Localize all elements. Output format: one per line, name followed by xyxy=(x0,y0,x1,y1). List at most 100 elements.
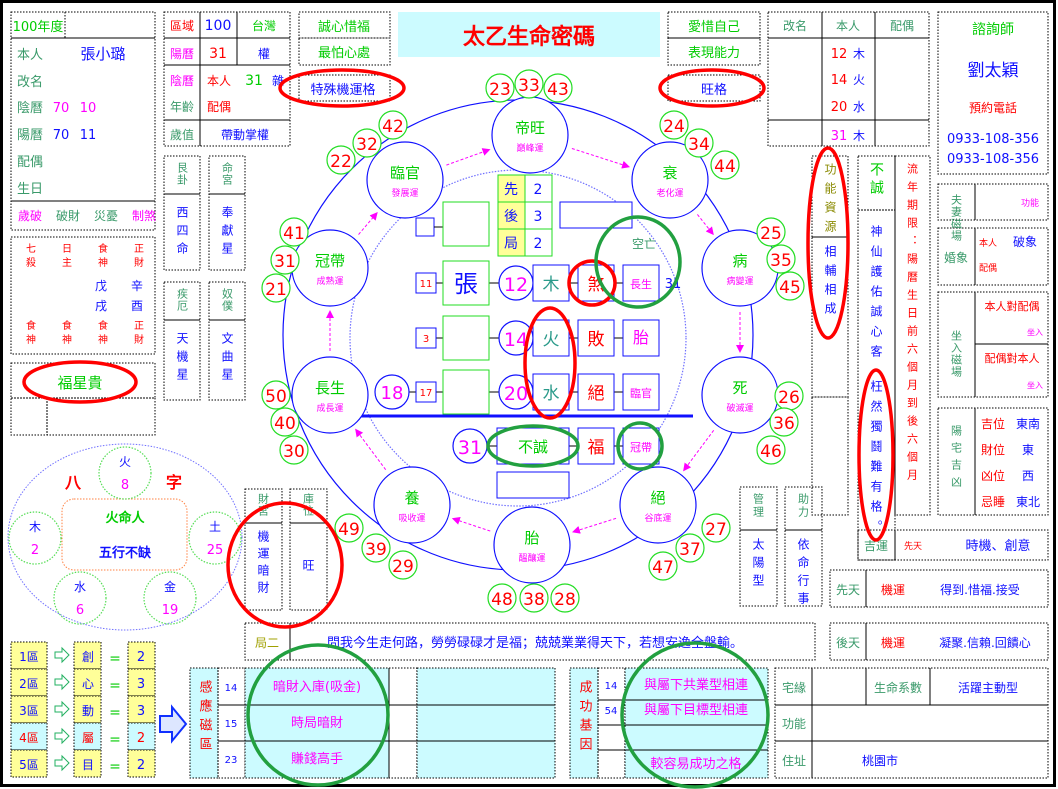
stage-box xyxy=(622,427,660,465)
star-label: 福星貴 xyxy=(57,374,102,392)
zone-value-cell xyxy=(127,641,156,670)
row-number: 20 xyxy=(504,383,528,405)
special-left-box xyxy=(298,74,391,102)
resonance-blank-col xyxy=(388,667,418,779)
element-table-header: 配偶 xyxy=(890,19,914,33)
char-box xyxy=(442,315,490,361)
resonance-label: 感應磁區 xyxy=(197,679,213,756)
special-right-box xyxy=(667,74,761,102)
element-num: 12 xyxy=(831,47,848,62)
blank-col xyxy=(811,396,849,516)
zone-cell xyxy=(10,749,48,778)
stage-number: 46 xyxy=(760,442,782,462)
row-char: 張 xyxy=(454,270,478,298)
stage-number-circle xyxy=(261,380,291,410)
stage-luck: 成長運 xyxy=(316,402,343,414)
blank-box xyxy=(496,471,570,499)
stage-number: 32 xyxy=(356,135,378,155)
period-text: 流年期限：陽曆生日前六個月到後六個月 xyxy=(906,162,919,487)
stage-number-circle xyxy=(270,245,300,275)
element-name: 火 xyxy=(119,455,131,469)
zone-label: 1區 xyxy=(19,650,39,664)
stage-number: 26 xyxy=(778,388,800,408)
bottom-stage: 冠帶 xyxy=(630,441,652,454)
zone-key: 動 xyxy=(82,704,94,718)
state-box xyxy=(577,319,615,357)
arrow-right-icon xyxy=(54,700,70,718)
equals-sign: = xyxy=(109,678,121,694)
stage-number-circle xyxy=(648,551,678,581)
innate-label: 先天 xyxy=(836,583,860,597)
side-card-title: 疾厄 xyxy=(176,287,189,312)
region-solar-label: 陽曆 xyxy=(170,47,194,61)
element-table-header: 本人 xyxy=(836,19,860,33)
stage-number: 43 xyxy=(547,80,569,100)
zone-label: 2區 xyxy=(19,677,39,691)
stage-number-circle xyxy=(769,407,799,437)
equals-sign: = xyxy=(109,732,121,748)
highlight-success xyxy=(620,641,770,789)
highlight-sha xyxy=(567,259,617,307)
flow-arrow xyxy=(696,214,714,236)
region-spouse-label: 配偶 xyxy=(207,100,231,114)
lunar-month: 10 xyxy=(80,101,97,116)
tag-box xyxy=(415,272,437,294)
stage-luck: 巔峰運 xyxy=(516,143,543,154)
address-value: 桃園市 xyxy=(862,753,898,768)
zone-cell xyxy=(10,695,48,724)
stage-luck: 老化運 xyxy=(656,187,683,199)
success-num: 54 xyxy=(605,706,618,717)
header-right-b xyxy=(667,37,761,66)
resonance-text: 暗財入庫(吸金) xyxy=(273,679,361,695)
feng-shui-value: 東 xyxy=(1022,443,1034,457)
consultant-box xyxy=(937,11,1049,175)
solar-label: 陽曆 xyxy=(17,128,43,143)
highlight-special-right xyxy=(658,68,766,108)
address-label: 住址 xyxy=(782,754,806,768)
ba-char: 八 xyxy=(64,473,82,492)
marriage-value: 破象 xyxy=(1013,234,1037,249)
enter-row-value: 坐入 xyxy=(1027,328,1043,337)
stage-number-circle xyxy=(485,73,515,103)
life-value: 活躍主動型 xyxy=(958,681,1018,695)
stage-number-circle xyxy=(684,128,714,158)
resonance-text-col xyxy=(244,667,390,779)
innate-value: 得到.惜福.接受 xyxy=(940,582,1020,597)
stage-number: 50 xyxy=(265,387,287,407)
zone-key: 心 xyxy=(82,677,94,691)
bazi-table xyxy=(10,236,156,355)
feng-shui-value: 東南 xyxy=(1016,416,1040,431)
enter-row-text: 配偶對本人 xyxy=(985,351,1040,365)
period-box xyxy=(894,155,931,516)
stage-circle xyxy=(631,141,709,219)
element-circle xyxy=(143,571,197,625)
element-value: 6 xyxy=(76,603,84,618)
stage-number: 47 xyxy=(652,558,674,578)
verse-text: 問我今生走何路，勞勞碌碌才是福；兢兢業業得天下，若想安逸全盤輸。 xyxy=(327,635,743,651)
stage-number-circle xyxy=(710,150,740,180)
feng-shui-key: 凶位 xyxy=(981,468,1005,483)
stage-name: 長生 xyxy=(315,379,345,397)
stage-number: 44 xyxy=(714,157,736,177)
row-stage: 長生 xyxy=(630,277,652,291)
highlight-warning xyxy=(857,368,895,542)
element-circle xyxy=(53,571,107,625)
element-name: 木 xyxy=(853,47,865,61)
side-card-1 xyxy=(208,155,246,271)
side-card-title: 奴僕 xyxy=(221,287,234,312)
highlight-function-resource xyxy=(806,146,850,340)
stage-number: 30 xyxy=(283,442,305,462)
element-num: 20 xyxy=(831,100,848,115)
flow-arrow xyxy=(571,147,631,169)
stage-number-circle xyxy=(550,583,580,613)
zone-value-cell xyxy=(127,749,156,778)
resonance-text: 賺錢高手 xyxy=(291,751,343,767)
bazi-branch: 戌 xyxy=(95,299,107,313)
stage-luck: 發展運 xyxy=(391,187,418,199)
spouse-label: 配偶 xyxy=(17,155,43,170)
element-box xyxy=(532,373,570,411)
big-arrow-right-icon xyxy=(159,704,188,744)
stage-number-circle xyxy=(279,435,309,465)
feng-shui-value: 東北 xyxy=(1016,495,1040,509)
stage-name: 臨官 xyxy=(390,164,420,182)
